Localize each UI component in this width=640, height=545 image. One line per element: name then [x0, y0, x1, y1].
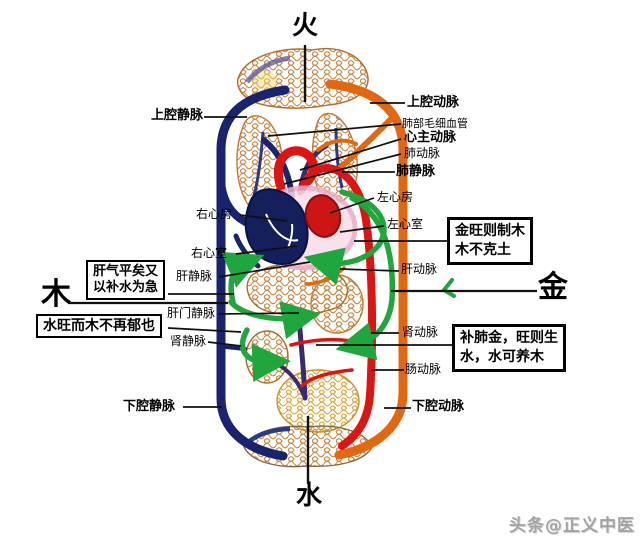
- label-heart-aorta: 心主动脉: [404, 130, 457, 145]
- annotation-box-metal-wood: 金旺则制木 木不克土: [447, 217, 533, 265]
- right-heart: [244, 188, 309, 266]
- organ-lungs: [236, 112, 359, 210]
- label-hepatic-portal-vein: 肝门静脉: [167, 306, 216, 320]
- annotation-line: 金旺则制木: [455, 223, 525, 239]
- label-left-ventricle: 左心室: [387, 217, 424, 231]
- leader-lines: [68, 45, 537, 484]
- heart: [244, 185, 358, 271]
- label-inferior-vena-cava: 下腔静脉: [123, 399, 176, 414]
- intestinal-artery-vessel: [300, 368, 354, 388]
- label-left-atrium: 左心房: [377, 190, 414, 204]
- flow-mark-small: [441, 278, 456, 298]
- label-right-ventricle: 右心室: [191, 246, 228, 260]
- flow-kidney-loop: [239, 327, 291, 382]
- element-wood: 木: [41, 277, 71, 312]
- annotation-line: 水旺而木不再郁也: [43, 318, 155, 334]
- flow-heart-to-liver: [303, 189, 387, 285]
- annotation-box-lung-metal: 补肺金，旺则生 水，水可养木: [452, 324, 566, 372]
- annotation-line: 肝气平矣又: [93, 264, 159, 279]
- label-inferior-artery: 下腔动脉: [412, 399, 465, 414]
- annotation-line: 水，水可养木: [460, 349, 544, 365]
- annotation-line: 以补水为急: [93, 280, 159, 295]
- flow-liver-loop-right: [228, 299, 321, 340]
- label-renal-vein: 肾静脉: [170, 334, 207, 348]
- label-pulmonary-capillaries: 肺部毛细血管: [402, 117, 468, 130]
- label-pulmonary-vein: 肺静脉: [396, 164, 436, 179]
- label-hepatic-artery: 肝动脉: [401, 262, 438, 276]
- pulmonary-trunk: [273, 146, 318, 192]
- element-fire: 火: [292, 11, 319, 41]
- artery-outer-loop: [325, 79, 408, 460]
- annotation-line: 补肺金，旺则生: [460, 330, 558, 346]
- annotation-box-water-wood: 水旺而木不再郁也: [36, 314, 162, 338]
- label-intestinal-artery: 肠动脉: [405, 362, 442, 376]
- element-metal: 金: [538, 270, 568, 305]
- organ-intestines: [276, 369, 360, 433]
- label-hepatic-vein: 肝静脉: [176, 269, 213, 283]
- left-heart: [304, 194, 342, 238]
- aorta-descending: [298, 164, 377, 450]
- vena-cava-outer-loop: [216, 85, 290, 461]
- flow-liver-loop-up: [221, 252, 265, 305]
- watermark-toutiao: 头条@正义中医: [509, 516, 635, 536]
- organ-liver: [246, 263, 348, 316]
- label-renal-artery: 肾动脉: [402, 325, 439, 339]
- label-pulmonary-artery: 肺动脉: [404, 146, 441, 160]
- annotation-line: 木不克土: [455, 242, 511, 258]
- label-right-atrium: 右心房: [196, 207, 233, 221]
- annotation-box-liver-qi: 肝气平矣又 以补水为急: [86, 260, 166, 300]
- element-water: 水: [296, 481, 323, 511]
- label-superior-vena-cava: 上腔静脉: [151, 108, 204, 123]
- flow-down-to-kidney: [335, 195, 396, 360]
- label-superior-artery: 上腔动脉: [407, 95, 460, 110]
